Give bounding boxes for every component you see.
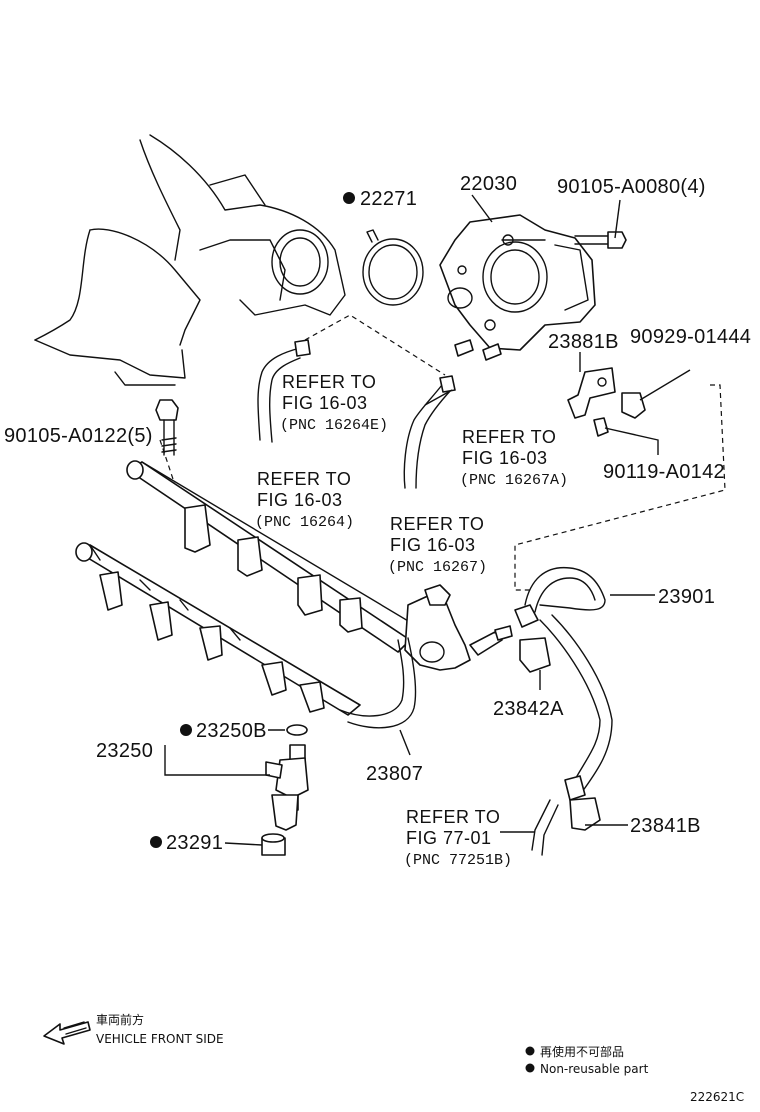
bolt-90105-a0122	[155, 399, 179, 456]
refer-block-16264: REFER TO FIG 16-03 (PNC 16264)	[255, 469, 354, 531]
part-label-23901: 23901	[658, 586, 715, 608]
refer-pnc: (PNC 77251B)	[404, 852, 512, 869]
refer-block-16267a: REFER TO FIG 16-03 (PNC 16267A)	[460, 427, 568, 489]
fuel-hose-23807	[339, 637, 417, 729]
part-label-90119-a0142: 90119-A0142	[603, 461, 725, 483]
refer-line-2: FIG 16-03	[462, 448, 548, 468]
front-side-label-jp: 車両前方	[96, 1012, 144, 1027]
clip-23842a	[519, 637, 551, 673]
refer-line-2: FIG 77-01	[406, 828, 492, 848]
nonreuse-label-en: Non-reusable part	[540, 1062, 649, 1076]
insulator-23291	[261, 833, 286, 856]
vacuum-hoses	[257, 339, 456, 489]
nonreuse-legend-marker	[525, 1063, 535, 1073]
nonreuse-label-jp: 再使用不可部品	[540, 1044, 624, 1059]
nonreuse-marker	[180, 724, 192, 736]
fuel-hose-23901	[514, 566, 613, 801]
fuel-rail-upper	[126, 460, 513, 671]
part-label-90929-01444: 90929-01444	[630, 326, 751, 348]
nonreuse-legend-marker	[525, 1046, 535, 1056]
part-label-23842a: 23842A	[493, 698, 564, 720]
part-label-90105-a0122: 90105-A0122(5)	[4, 425, 153, 447]
refer-line-2: FIG 16-03	[282, 393, 368, 413]
part-label-23291: 23291	[166, 832, 223, 854]
refer-block-16264e: REFER TO FIG 16-03 (PNC 16264E)	[280, 372, 388, 434]
bracket-23881b	[567, 367, 616, 419]
clip-90929-01444	[621, 392, 646, 419]
refer-line-1: REFER TO	[462, 427, 556, 447]
nonreuse-marker	[150, 836, 162, 848]
injector-23250	[265, 724, 309, 831]
front-side-label-en: VEHICLE FRONT SIDE	[96, 1032, 224, 1046]
part-label-23841b: 23841B	[630, 815, 701, 837]
refer-line-2: FIG 16-03	[390, 535, 476, 555]
part-label-23250: 23250	[96, 740, 153, 762]
part-label-22271: 22271	[360, 188, 417, 210]
refer-block-77251b: REFER TO FIG 77-01 (PNC 77251B)	[404, 807, 512, 869]
intake-manifold	[34, 134, 346, 386]
part-label-22030: 22030	[460, 173, 517, 195]
refer-pnc: (PNC 16267)	[388, 559, 487, 576]
refer-pnc: (PNC 16264E)	[280, 417, 388, 434]
fuel-rail-lower	[75, 542, 361, 716]
refer-line-1: REFER TO	[390, 514, 484, 534]
leader-lines	[164, 194, 691, 846]
bolt-90119-a0142	[593, 417, 609, 437]
refer-line-2: FIG 16-03	[257, 490, 343, 510]
refer-line-1: REFER TO	[282, 372, 376, 392]
figure-id: 222621C	[690, 1090, 744, 1104]
throttle-bolts	[454, 339, 502, 361]
nonreuse-marker	[343, 192, 355, 204]
front-arrow	[43, 1021, 91, 1045]
part-label-23807: 23807	[366, 763, 423, 785]
part-label-23250b: 23250B	[196, 720, 267, 742]
part-label-90105-a0080: 90105-A0080(4)	[557, 176, 706, 198]
refer-line-1: REFER TO	[406, 807, 500, 827]
throttle-body-22030	[439, 214, 596, 351]
fuel-pipe-end	[531, 799, 559, 856]
refer-line-1: REFER TO	[257, 469, 351, 489]
refer-block-16267: REFER TO FIG 16-03 (PNC 16267)	[388, 514, 487, 576]
part-label-23881b: 23881B	[548, 331, 619, 353]
bolt-90105-a0080	[574, 231, 627, 249]
gasket-22271	[362, 229, 424, 306]
dashed-leaders	[159, 314, 726, 591]
refer-pnc: (PNC 16267A)	[460, 472, 568, 489]
refer-pnc: (PNC 16264)	[255, 514, 354, 531]
